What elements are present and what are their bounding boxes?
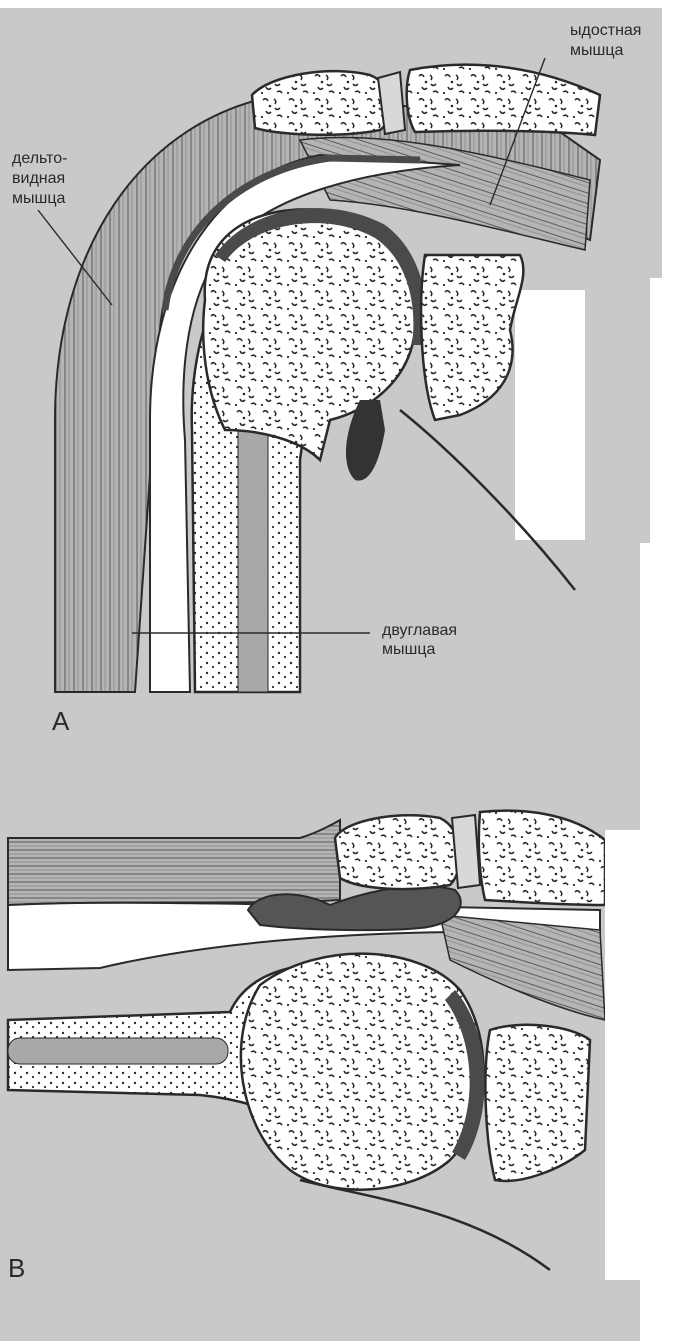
- acromion-b: [335, 815, 460, 889]
- supraspinatus-label-line1: ыдостная: [570, 22, 641, 39]
- medullary-canal: [238, 430, 268, 692]
- panel-b-right-strip: [605, 830, 640, 1280]
- panel-b: [0, 743, 677, 1341]
- acromioclavicular-joint-b: [452, 815, 480, 888]
- glenoid-b: [485, 1025, 590, 1181]
- medullary-canal-b: [8, 1038, 228, 1064]
- panel-a-white-patch: [515, 290, 585, 540]
- biceps-label-line1: двуглавая: [382, 622, 457, 639]
- deltoid-label-line2: видная: [12, 170, 65, 187]
- supraspinatus-label-line2: мышца: [570, 42, 623, 59]
- deltoid-label-line1: дельто-: [12, 150, 68, 167]
- panel-a: [0, 8, 662, 743]
- biceps-label-line2: мышца: [382, 641, 435, 658]
- panel-a-letter: A: [52, 708, 69, 734]
- deltoid-label-line3: мышца: [12, 190, 65, 207]
- humeral-head-b: [241, 954, 483, 1190]
- acromion: [252, 71, 390, 135]
- panel-b-letter: B: [8, 1255, 25, 1281]
